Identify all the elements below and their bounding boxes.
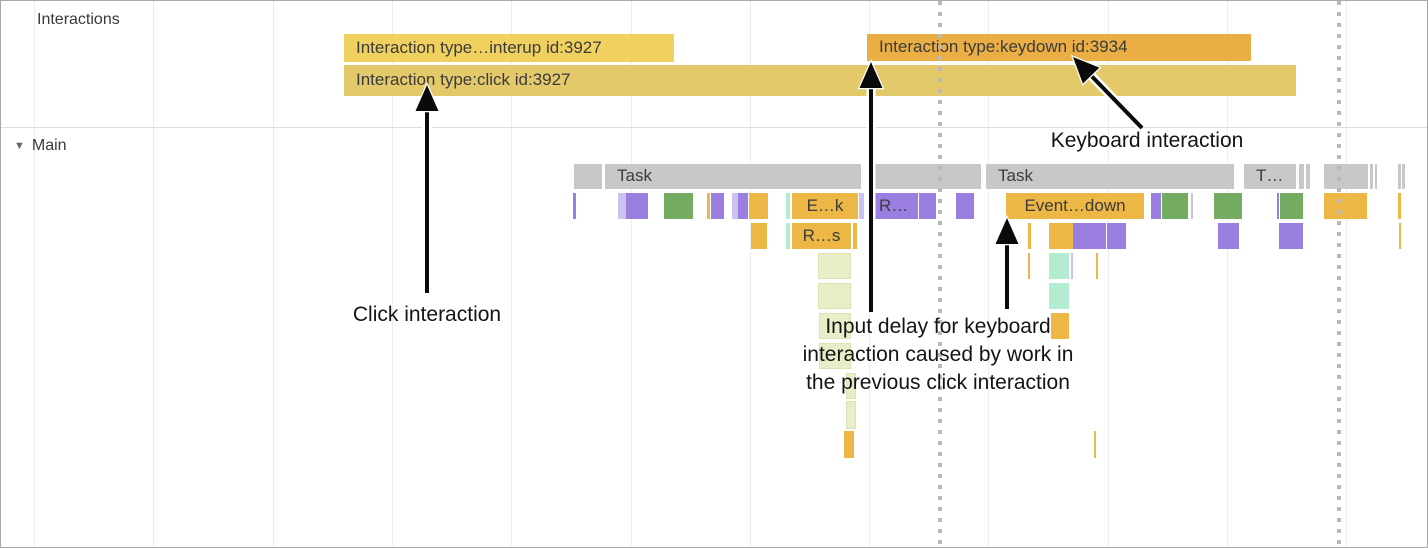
flame-bar[interactable] xyxy=(844,431,854,458)
gridline xyxy=(750,1,751,547)
task-bar[interactable] xyxy=(1306,164,1310,189)
click-interaction-arrow xyxy=(413,81,441,293)
flame-bar[interactable] xyxy=(859,193,864,219)
annotation-input-delay: Input delay for keyboard interaction cau… xyxy=(802,315,1074,394)
task-bar[interactable]: T… xyxy=(1244,164,1296,189)
task-bar[interactable] xyxy=(1299,164,1304,189)
task-bar[interactable] xyxy=(1370,164,1373,189)
flame-bar[interactable] xyxy=(853,223,857,249)
flame-bar[interactable] xyxy=(664,193,693,219)
flame-bar[interactable] xyxy=(1279,223,1303,249)
gridline xyxy=(631,1,632,547)
task-bar[interactable] xyxy=(1191,193,1193,219)
flame-bar[interactable] xyxy=(1094,431,1096,458)
flame-bar[interactable] xyxy=(1398,193,1401,219)
flame-bar[interactable] xyxy=(751,223,767,249)
flame-bar[interactable] xyxy=(1218,223,1239,249)
gridline xyxy=(153,1,154,547)
flame-bar[interactable] xyxy=(1071,253,1073,279)
flame-bar[interactable] xyxy=(818,283,851,309)
flame-bar[interactable] xyxy=(786,193,790,219)
gridline xyxy=(34,1,35,547)
flame-bar[interactable] xyxy=(1107,223,1126,249)
flame-bar[interactable] xyxy=(1096,253,1098,279)
flame-bar[interactable] xyxy=(749,193,768,219)
task-bar[interactable]: Task xyxy=(986,164,1234,189)
flame-bar[interactable]: Event…down xyxy=(1006,193,1144,219)
flame-bar[interactable] xyxy=(1162,193,1188,219)
task-bar[interactable] xyxy=(1402,164,1405,189)
flame-bar[interactable] xyxy=(573,193,576,219)
flame-bar[interactable] xyxy=(846,373,856,399)
flame-bar[interactable] xyxy=(786,223,790,249)
gridline xyxy=(392,1,393,547)
gridline xyxy=(1108,1,1109,547)
flame-bar[interactable] xyxy=(1049,283,1069,309)
flame-bar[interactable] xyxy=(1028,223,1031,249)
gridline xyxy=(1346,1,1347,547)
task-bar[interactable] xyxy=(1398,164,1401,189)
flame-bar[interactable] xyxy=(1073,223,1106,249)
collapse-triangle-icon[interactable]: ▼ xyxy=(14,140,25,152)
flame-bar[interactable] xyxy=(618,193,626,219)
flame-bar[interactable] xyxy=(711,193,724,219)
flame-bar[interactable] xyxy=(707,193,710,219)
annotation-keyboard-interaction: Keyboard interaction xyxy=(1050,129,1244,152)
flame-bar[interactable] xyxy=(1324,193,1367,219)
flame-bar[interactable] xyxy=(732,193,738,219)
track-divider xyxy=(1,127,1427,128)
task-bar[interactable]: Task xyxy=(605,164,861,189)
interaction-bar-keydown[interactable]: Interaction type:keydown id:3934 xyxy=(867,34,1251,61)
task-bar[interactable] xyxy=(574,164,602,189)
gridline xyxy=(511,1,512,547)
flame-bar[interactable] xyxy=(1214,193,1242,219)
gridline xyxy=(273,1,274,547)
main-track-label: Main xyxy=(31,137,67,154)
flame-bar[interactable] xyxy=(626,193,648,219)
flame-bar[interactable] xyxy=(1399,223,1401,249)
flame-bar[interactable] xyxy=(818,253,851,279)
flame-bar[interactable] xyxy=(819,313,851,339)
flame-bar[interactable] xyxy=(956,193,974,219)
flame-bar[interactable] xyxy=(919,193,936,219)
flame-bar[interactable] xyxy=(846,401,856,429)
timeline-dotted-marker xyxy=(1337,1,1341,547)
task-bar[interactable] xyxy=(1375,164,1377,189)
flame-bar[interactable] xyxy=(1028,253,1030,279)
flame-bar[interactable] xyxy=(1051,313,1069,339)
flame-bar[interactable] xyxy=(1049,223,1073,249)
task-bar[interactable] xyxy=(1324,164,1368,189)
input-delay-short-arrow xyxy=(993,214,1021,309)
flame-bar[interactable]: R…s xyxy=(792,223,851,249)
flame-bar[interactable]: R… xyxy=(867,193,918,219)
interaction-bar-pointerup[interactable]: Interaction type…interup id:3927 xyxy=(344,34,674,62)
timeline-dotted-marker xyxy=(938,1,942,547)
interactions-track-label: Interactions xyxy=(37,11,120,28)
flame-bar[interactable] xyxy=(1049,253,1069,279)
flame-bar[interactable]: E…k xyxy=(792,193,858,219)
flame-bar[interactable] xyxy=(738,193,748,219)
flame-bar[interactable] xyxy=(1280,193,1303,219)
flame-bar[interactable] xyxy=(1151,193,1161,219)
interaction-bar-click[interactable]: Interaction type:click id:3927 xyxy=(344,65,1296,96)
gridline xyxy=(988,1,989,547)
flame-bar[interactable] xyxy=(819,343,851,369)
main-track-header[interactable]: ▼ Main xyxy=(14,137,67,155)
task-bar[interactable] xyxy=(867,164,981,189)
flame-bar[interactable] xyxy=(1277,193,1279,219)
gridline xyxy=(1227,1,1228,547)
annotation-click-interaction: Click interaction xyxy=(352,303,502,326)
